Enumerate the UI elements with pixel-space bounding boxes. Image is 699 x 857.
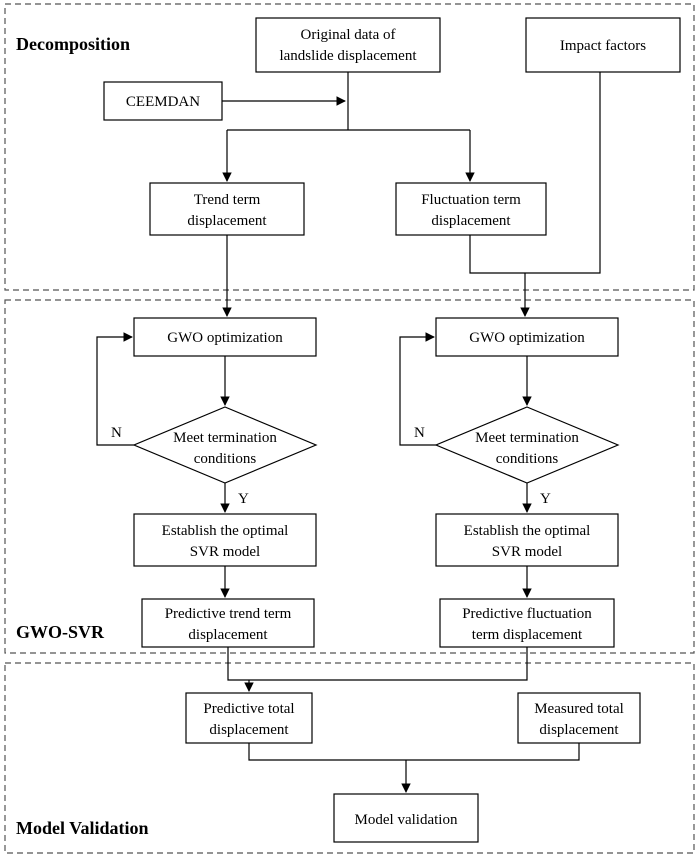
model-validation-box — [333, 793, 479, 843]
ceemdan-box — [103, 81, 223, 121]
measured-total-line1: Measured total — [534, 701, 624, 717]
pred-total-line2: displacement — [209, 722, 289, 738]
connector-merge — [227, 647, 528, 681]
yes-label-left: Y — [238, 491, 249, 507]
pred-total-line1: Predictive total — [203, 701, 294, 717]
trend-term-line1: Trend term — [194, 192, 261, 208]
svr-left-box — [133, 513, 317, 567]
fluctuation-term-line1: Fluctuation term — [421, 192, 521, 208]
no-label-right: N — [414, 425, 425, 441]
model-validation-section — [4, 662, 695, 854]
gwo-svr-section — [4, 299, 695, 654]
svr-right-line1: Establish the optimal — [464, 523, 591, 539]
measured-total-box — [517, 692, 641, 744]
yes-label-right: Y — [540, 491, 551, 507]
model-validation-title: Model Validation — [16, 818, 149, 838]
trend-term-box — [149, 182, 305, 236]
pred-fluct-line2: term displacement — [472, 627, 583, 643]
trend-term-line2: displacement — [187, 213, 267, 229]
decomposition-section — [4, 3, 695, 291]
pred-trend-line2: displacement — [188, 627, 268, 643]
gwo-left-label: GWO optimization — [167, 330, 283, 346]
original-data-line1: Original data of — [301, 27, 396, 43]
svr-right-box — [435, 513, 619, 567]
ceemdan-label: CEEMDAN — [126, 94, 200, 110]
gwo-right-label: GWO optimization — [469, 330, 585, 346]
pred-fluct-box — [439, 598, 615, 648]
meet-right-line1: Meet termination — [475, 430, 579, 446]
original-data-line2: landslide displacement — [279, 48, 417, 64]
meet-right-line2: conditions — [496, 451, 559, 467]
gwo-right-box — [435, 317, 619, 357]
loop-left-no — [96, 332, 134, 446]
original-data-box — [255, 17, 441, 73]
gwo-svr-title: GWO-SVR — [16, 622, 105, 642]
svr-right-line2: SVR model — [492, 544, 562, 560]
pred-trend-line1: Predictive trend term — [165, 606, 292, 622]
pred-trend-box — [141, 598, 315, 648]
pred-fluct-line1: Predictive fluctuation — [462, 606, 592, 622]
gwo-left-box — [133, 317, 317, 357]
impact-factors-label: Impact factors — [560, 38, 646, 54]
impact-factors-box — [525, 17, 681, 73]
fluctuation-term-box — [395, 182, 547, 236]
loop-right-no — [399, 332, 436, 446]
svr-left-line1: Establish the optimal — [162, 523, 289, 539]
connector-impact-factors — [469, 72, 601, 274]
no-label-left: N — [111, 425, 122, 441]
fluctuation-term-line2: displacement — [431, 213, 511, 229]
measured-total-line2: displacement — [539, 722, 619, 738]
connector-totals — [248, 743, 580, 761]
model-validation-label: Model validation — [355, 812, 458, 828]
decomposition-title: Decomposition — [16, 34, 130, 54]
svr-left-line2: SVR model — [190, 544, 260, 560]
meet-left-line1: Meet termination — [173, 430, 277, 446]
meet-left-line2: conditions — [194, 451, 257, 467]
